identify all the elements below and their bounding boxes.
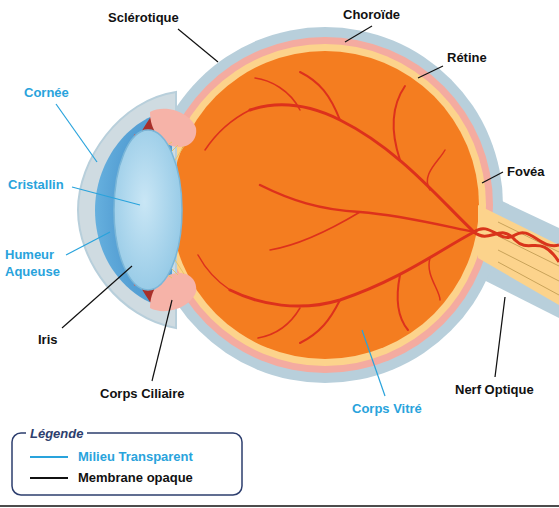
- part-label: Humeur Aqueuse: [5, 246, 77, 280]
- legend-title: Légende: [26, 425, 87, 442]
- vessel: [255, 78, 300, 110]
- part-label: Iris: [38, 331, 58, 348]
- leader-line: [56, 104, 97, 162]
- part-label: Corps Vitré: [352, 400, 422, 417]
- part-label: Choroïde: [343, 6, 400, 23]
- vessel: [270, 212, 360, 250]
- label-box: Légende: [26, 425, 87, 442]
- vessel: [230, 232, 474, 306]
- label-box: Fovéa: [507, 163, 545, 180]
- label-box: Iris: [38, 331, 58, 348]
- part-label: Rétine: [447, 49, 487, 66]
- choroid: [157, 37, 493, 373]
- label-box: Cornée: [24, 84, 69, 101]
- label-box: Nerf Optique: [455, 381, 534, 398]
- vessel: [300, 72, 340, 120]
- vessel: [205, 110, 250, 150]
- leader-line: [495, 297, 505, 377]
- part-label: Fovéa: [507, 163, 545, 180]
- leader-line: [178, 29, 218, 62]
- legend-entry: Membrane opaque: [78, 469, 193, 486]
- leader-line: [482, 172, 503, 183]
- legend-entry: Milieu Transparent: [78, 448, 193, 465]
- label-box: Choroïde: [343, 6, 400, 23]
- part-label: Sclérotique: [108, 9, 179, 26]
- part-label: Corps Ciliaire: [100, 385, 185, 402]
- label-box: Corps Ciliaire: [100, 385, 185, 402]
- label-box: Corps Vitré: [352, 400, 422, 417]
- lens: [114, 130, 182, 290]
- vessel: [394, 86, 405, 160]
- retina: [164, 44, 486, 366]
- label-box: Sclérotique: [108, 9, 179, 26]
- leader-line: [62, 266, 132, 328]
- sclera: [147, 27, 503, 383]
- bottom-rule: [0, 505, 559, 507]
- legend-text: Membrane opaque: [78, 469, 193, 486]
- leader-line: [66, 232, 110, 255]
- vitreous-body: [171, 51, 479, 359]
- leader-line: [418, 66, 443, 78]
- leader-lines-transparent: [56, 104, 385, 396]
- label-box: Cristallin: [8, 176, 64, 193]
- leader-lines: [62, 26, 505, 381]
- leader-line: [362, 330, 385, 396]
- label-box: Rétine: [447, 49, 487, 66]
- leader-line: [152, 300, 172, 381]
- legend-frame: [12, 433, 242, 495]
- nerve-vessel: [474, 232, 559, 262]
- legend-text: Milieu Transparent: [78, 448, 193, 465]
- vessel: [427, 150, 445, 190]
- retinal-vessels: [198, 72, 474, 343]
- vessel: [260, 185, 474, 232]
- vessel: [429, 258, 440, 300]
- vessel: [258, 308, 300, 338]
- vessel: [398, 275, 408, 330]
- vessel: [198, 255, 230, 290]
- nerve-core: [478, 205, 559, 305]
- label-box: Humeur Aqueuse: [5, 246, 77, 280]
- vessel: [250, 105, 474, 232]
- leader-line: [345, 26, 372, 42]
- leader-line: [72, 187, 140, 205]
- part-label: Cristallin: [8, 176, 64, 193]
- part-label: Cornée: [24, 84, 69, 101]
- part-label: Nerf Optique: [455, 381, 534, 398]
- legend-line-sample: [30, 456, 68, 458]
- vessel: [300, 300, 340, 343]
- legend-line-sample: [30, 477, 68, 479]
